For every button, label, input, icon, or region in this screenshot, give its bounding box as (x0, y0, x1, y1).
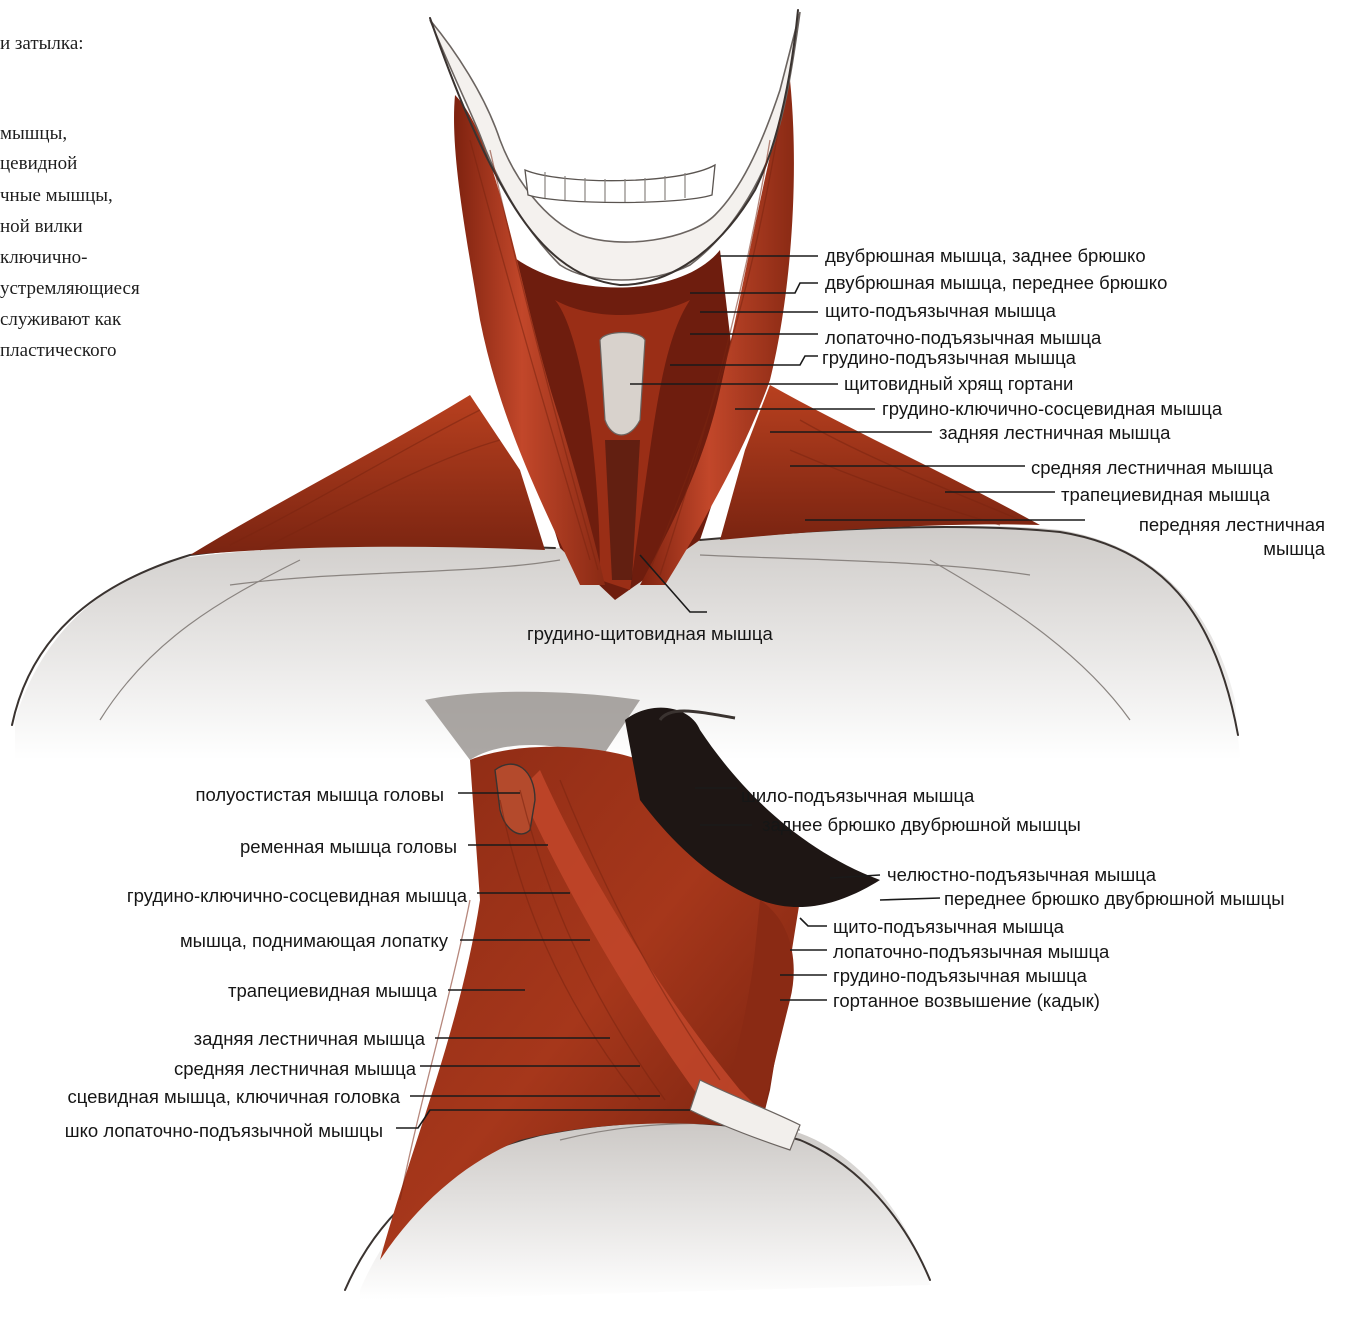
front-label-middle-scalene: средняя лестничная мышца (1031, 457, 1274, 478)
front-label-thyroid-cartilage: щитовидный хрящ гортани (844, 373, 1073, 394)
front-label-trapezius: трапециевидная мышца (1061, 484, 1271, 505)
side-label-scm-clavicular-head: сцевидная мышца, ключичная головка (67, 1086, 400, 1107)
side-label-semispinalis: полуостистая мышца головы (195, 784, 444, 805)
side-label-mylohyoid: челюстно-подъязычная мышца (887, 864, 1157, 885)
side-label-digastric-anterior: переднее брюшко двубрюшной мышцы (944, 888, 1285, 909)
front-label-anterior-scalene-line2: мышца (1263, 538, 1325, 559)
side-leader-r4 (880, 898, 940, 900)
side-label-omohyoid-belly: шко лопаточно-подъязычной мышцы (65, 1120, 383, 1141)
front-label-anterior-scalene-line1: передняя лестничная (1139, 514, 1325, 535)
side-label-middle-scalene: средняя лестничная мышца (174, 1058, 417, 1079)
side-label-digastric-posterior: заднее брюшко двубрюшной мышцы (762, 814, 1081, 835)
front-label-omohyoid: лопаточно-подъязычная мышца (825, 327, 1102, 348)
side-label-scm: грудино-ключично-сосцевидная мышца (127, 885, 468, 906)
side-label-sternohyoid: грудино-подъязычная мышца (833, 965, 1088, 986)
side-label-levator-scapulae: мышца, поднимающая лопатку (180, 930, 449, 951)
front-label-posterior-scalene: задняя лестничная мышца (939, 422, 1171, 443)
front-label-digastric-posterior: двубрюшная мышца, заднее брюшко (825, 245, 1146, 266)
side-label-posterior-scalene: задняя лестничная мышца (194, 1028, 426, 1049)
side-leader-r5 (800, 918, 827, 926)
side-label-thyrohyoid: щито-подъязычная мышца (833, 916, 1065, 937)
side-label-trapezius: трапециевидная мышца (228, 980, 438, 1001)
front-teeth (525, 165, 715, 203)
front-label-digastric-anterior: двубрюшная мышца, переднее брюшко (825, 272, 1167, 293)
front-trapezius-left (190, 395, 545, 555)
side-label-splenius: ременная мышца головы (240, 836, 457, 857)
side-label-stylohyoid: шило-подъязычная мышца (741, 785, 975, 806)
front-label-scm: грудино-ключично-сосцевидная мышца (882, 398, 1223, 419)
front-label-sternothyroid: грудино-щитовидная мышца (527, 623, 773, 644)
front-label-sternohyoid: грудино-подъязычная мышца (822, 347, 1077, 368)
side-label-omohyoid: лопаточно-подъязычная мышца (833, 941, 1110, 962)
side-label-laryngeal-prominence: гортанное возвышение (кадык) (833, 990, 1100, 1011)
front-label-thyrohyoid: щито-подъязычная мышца (825, 300, 1057, 321)
side-view-left-labels: полуостистая мышца головы ременная мышца… (65, 784, 468, 1141)
